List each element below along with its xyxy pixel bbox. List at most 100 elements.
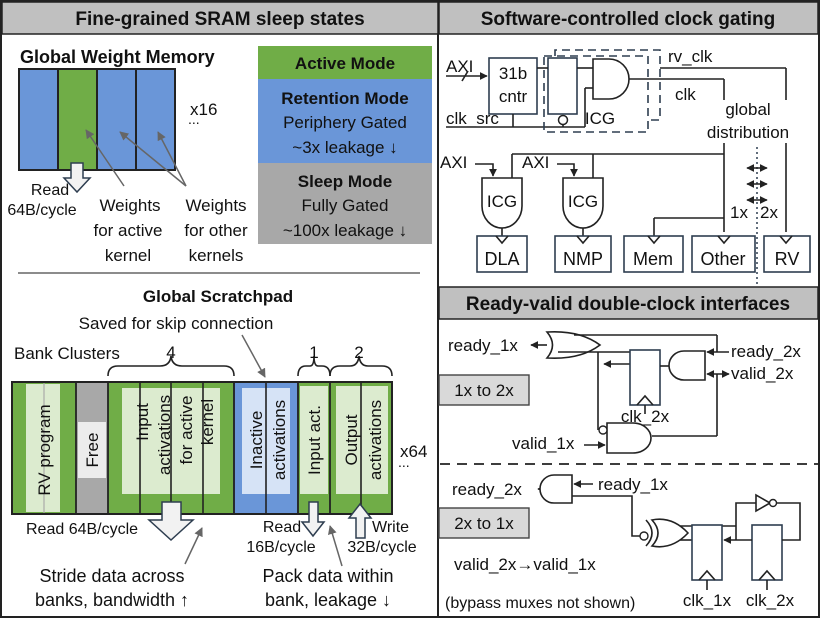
other-weights-line3: kernels xyxy=(189,246,244,265)
weight-memory-title: Global Weight Memory xyxy=(20,47,215,67)
crossing-arrows-icon xyxy=(746,164,768,204)
rv1-valid-1x-label: valid_1x xyxy=(512,434,575,453)
icg-dashed-box xyxy=(543,55,649,133)
input-active-label-4: kernel xyxy=(198,399,217,445)
sram-header-bar xyxy=(1,1,439,35)
weight-read-rate: 64B/cycle xyxy=(7,202,76,219)
rv1-mode-label: 1x to 2x xyxy=(454,381,514,400)
rv-clk-label: rv_clk xyxy=(668,47,713,66)
read16-arrow-icon xyxy=(300,501,326,538)
retention-mode-title: Retention Mode xyxy=(281,89,409,108)
counter-box xyxy=(488,57,538,115)
stride-pointer xyxy=(184,527,203,565)
clock-gating-header-bar xyxy=(438,1,819,35)
free-label: Free xyxy=(83,433,102,468)
icg-label: ICG xyxy=(585,109,615,128)
brace-cluster-4 xyxy=(107,355,235,377)
output-label-1: Output xyxy=(342,414,361,465)
rv-program-fill xyxy=(26,384,60,512)
pack-note-2: bank, leakage ↓ xyxy=(265,590,391,610)
rv1-ready-2x-label: ready_2x xyxy=(731,342,801,361)
skip-connection-note: Saved for skip connection xyxy=(79,314,274,333)
rv2-and-gate-icon xyxy=(539,474,573,504)
weight-read-arrow-icon xyxy=(62,162,92,194)
input-active-label-1: Input xyxy=(133,403,152,441)
block-rv-label: RV xyxy=(775,249,800,269)
rv2-clk-1x-label: clk_1x xyxy=(683,591,732,610)
block-mem-label: Mem xyxy=(633,249,673,269)
inverter-gate-icon xyxy=(755,493,772,513)
icg-dla-label: ICG xyxy=(487,192,517,211)
pointer-other-weights-2 xyxy=(157,131,187,187)
inactive-label-2: activations xyxy=(270,400,289,480)
read16-label-1: Read xyxy=(263,519,301,536)
weight-bank-4 xyxy=(135,68,176,171)
read16-label-2: 16B/cycle xyxy=(246,539,315,556)
clock-gating-header: Software-controlled clock gating xyxy=(481,9,776,30)
rv2-footnote: (bypass muxes not shown) xyxy=(445,595,635,612)
read64-label: Read 64B/cycle xyxy=(26,521,138,538)
rv1-valid-and-gate-icon xyxy=(606,422,652,454)
weight-read-label: Read xyxy=(31,182,69,199)
input-act-label: Input act. xyxy=(305,405,324,475)
input-active-label-3: for active xyxy=(177,396,196,465)
weight-multiplier: x16 xyxy=(190,100,217,119)
pack-pointer xyxy=(328,525,343,567)
bank-clusters-label: Bank Clusters xyxy=(14,344,120,363)
counter-label-1: 31b xyxy=(499,64,527,83)
rv1-clk-2x-label: clk_2x xyxy=(621,407,670,426)
cluster-count-1: 1 xyxy=(309,343,318,362)
other-weights-line2: for other xyxy=(184,221,248,240)
write32-label-2: 32B/cycle xyxy=(347,539,416,556)
rv2-valid-map-label: valid_2x→valid_1x xyxy=(454,555,596,574)
rv-program-label: RV program xyxy=(35,404,54,495)
xnor-bubble-icon xyxy=(639,531,649,541)
ready-valid-header: Ready-valid double-clock interfaces xyxy=(466,294,790,315)
active-mode-box xyxy=(258,46,432,79)
sleep-mode-line1: Fully Gated xyxy=(302,196,389,215)
active-mode-title: Active Mode xyxy=(295,54,395,73)
pointer-other-weights-1 xyxy=(119,131,187,187)
write32-arrow-icon xyxy=(347,502,373,539)
write32-label-1: Write xyxy=(372,519,409,536)
ready-valid-header-bar xyxy=(438,286,819,320)
icg-outer-dashed xyxy=(554,49,661,121)
bus-slash xyxy=(461,70,469,82)
stride-note-2: banks, bandwidth ↑ xyxy=(35,590,189,610)
brace-cluster-1 xyxy=(297,355,331,377)
weight-bank-2-active xyxy=(57,68,98,171)
axi-nmp-label: AXI xyxy=(522,153,549,172)
sram-header: Fine-grained SRAM sleep states xyxy=(75,9,364,30)
rv2-clk-2x-label: clk_2x xyxy=(746,591,795,610)
skip-connection-pointer xyxy=(241,334,266,378)
and-gate-icon xyxy=(592,58,630,100)
distribution-label-2: distribution xyxy=(707,123,789,142)
cluster-count-4: 4 xyxy=(166,343,175,362)
scratchpad-multiplier: x64 xyxy=(400,442,427,461)
output-fill xyxy=(336,386,388,494)
rv2-ready-2x-label: ready_2x xyxy=(452,480,522,499)
rv1-mode-badge xyxy=(438,374,530,406)
block-nmp xyxy=(554,235,612,273)
icg-dla-gate-icon xyxy=(481,177,523,229)
retention-mode-box xyxy=(258,79,432,163)
rv1-valid-2x-label: valid_2x xyxy=(731,364,794,383)
weight-bank-1 xyxy=(18,68,59,171)
clk-src-label: clk_src xyxy=(446,109,499,128)
xnor-gate-icon xyxy=(650,518,690,548)
active-weights-line1: Weights xyxy=(99,196,160,215)
rv1-ready-1x-label: ready_1x xyxy=(448,336,518,355)
brace-cluster-2 xyxy=(329,355,393,377)
weight-ellipsis: ... xyxy=(188,111,200,127)
sleep-mode-title: Sleep Mode xyxy=(298,172,392,191)
inverter-output-bubble-icon xyxy=(768,498,778,508)
block-other-label: Other xyxy=(700,249,745,269)
active-weights-line2: for active xyxy=(94,221,163,240)
scratchpad-title: Global Scratchpad xyxy=(143,287,293,306)
output-label-2: activations xyxy=(366,400,385,480)
axi-input-label: AXI xyxy=(446,57,473,76)
block-nmp-label: NMP xyxy=(563,249,603,269)
clk-label: clk xyxy=(675,85,696,104)
inverter-bubble-icon xyxy=(598,425,608,435)
latch-box xyxy=(547,57,578,115)
